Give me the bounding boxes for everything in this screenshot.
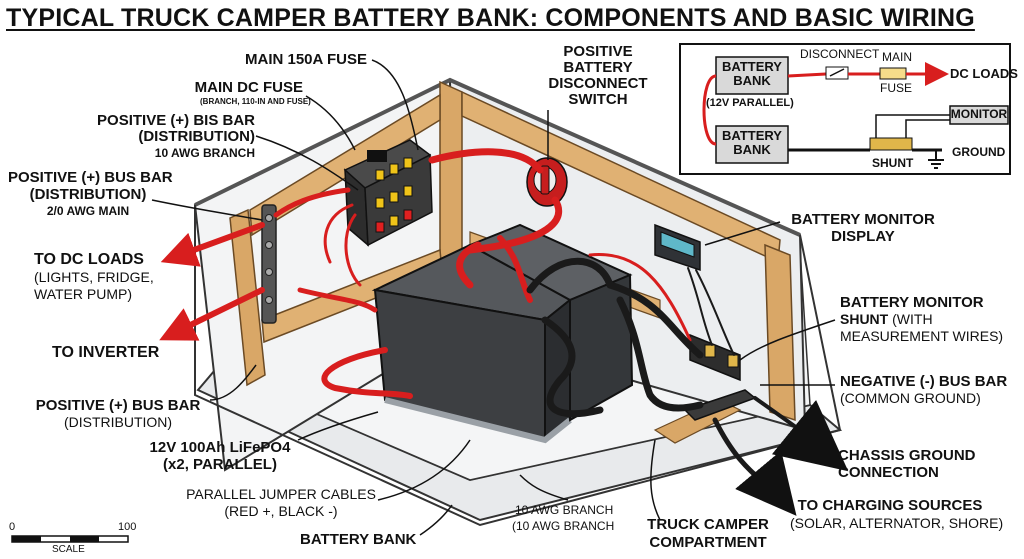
inset-schematic bbox=[679, 43, 1011, 175]
label-pos-bus-bar-low-1: POSITIVE (+) BUS BAR bbox=[35, 397, 201, 414]
scale-bar bbox=[11, 535, 129, 543]
inset-fuse: FUSE bbox=[880, 81, 913, 95]
inset-disconnect: DISCONNECT bbox=[800, 47, 880, 61]
inset-parallel-note: (12V PARALLEL) bbox=[706, 97, 794, 109]
label-disconnect-1: POSITIVE bbox=[563, 43, 633, 60]
chassis-ground-arrow bbox=[771, 399, 849, 472]
label-compartment-1: TRUCK CAMPER bbox=[647, 516, 769, 533]
label-battery-spec-2: (x2, PARALLEL) bbox=[163, 456, 277, 473]
label-monitor-display-2: DISPLAY bbox=[831, 228, 895, 245]
inset-main: MAIN bbox=[882, 50, 912, 64]
label-main-150a-fuse: MAIN 150A FUSE bbox=[245, 51, 367, 68]
label-main-dc-fuse: MAIN DC FUSE bbox=[194, 79, 303, 96]
label-pos-bis-bar-2: (DISTRIBUTION) bbox=[138, 128, 255, 145]
label-battery-spec-1: 12V 100Ah LiFePO4 bbox=[149, 439, 291, 456]
shunt-and-negative-bus bbox=[683, 333, 757, 421]
leader-lines bbox=[151, 59, 836, 536]
label-branch-2: (10 AWG BRANCH bbox=[512, 519, 615, 533]
label-neg-bus-2: (COMMON GROUND) bbox=[840, 390, 981, 406]
scale-min: 0 bbox=[9, 521, 16, 533]
charging-sources-arrow bbox=[735, 450, 797, 516]
label-to-dc-loads-sub-1: (LIGHTS, FRIDGE, bbox=[34, 269, 154, 285]
label-monitor-display-1: BATTERY MONITOR bbox=[791, 211, 935, 228]
label-charging-1: TO CHARGING SOURCES bbox=[797, 497, 983, 514]
label-to-inverter: TO INVERTER bbox=[52, 344, 160, 361]
inset-dc-loads: DC LOADS bbox=[950, 66, 1018, 81]
scale-label: SCALE bbox=[52, 544, 85, 555]
label-shunt-3: MEASUREMENT WIRES) bbox=[840, 328, 1004, 344]
label-shunt-2a: SHUNT bbox=[840, 311, 889, 327]
scale-max: 100 bbox=[118, 521, 137, 533]
inset-shunt: SHUNT bbox=[872, 156, 914, 170]
label-shunt-2b: (WITH bbox=[888, 311, 933, 327]
label-disconnect-3: DISCONNECT bbox=[548, 75, 648, 92]
label-neg-bus-1: NEGATIVE (-) BUS BAR bbox=[840, 373, 1008, 390]
positive-bus-bar-left bbox=[261, 204, 277, 324]
label-to-dc-loads: TO DC LOADS bbox=[34, 251, 144, 268]
label-charging-2: (SOLAR, ALTERNATOR, SHORE) bbox=[790, 515, 1004, 531]
label-parallel-jumpers-1: PARALLEL JUMPER CABLES bbox=[186, 486, 376, 502]
battery-monitor-display bbox=[654, 223, 701, 272]
label-pos-bus-bar-top-1: POSITIVE (+) BUS BAR bbox=[8, 169, 173, 186]
label-main-dc-fuse-note: (BRANCH, 110-IN AND FUSE) bbox=[200, 97, 311, 106]
label-branch-1: 10 AWG BRANCH bbox=[515, 503, 614, 517]
label-pos-bis-bar-3: 10 AWG BRANCH bbox=[154, 146, 255, 160]
fuse-block bbox=[343, 139, 433, 247]
disconnect-switch bbox=[526, 157, 568, 207]
label-compartment-2: COMPARTMENT bbox=[649, 534, 767, 551]
label-to-dc-loads-sub-2: WATER PUMP) bbox=[34, 286, 132, 302]
red-cables bbox=[159, 148, 692, 399]
label-chassis-1: CHASSIS GROUND bbox=[838, 447, 976, 464]
label-pos-bus-bar-top-3: 2/0 AWG MAIN bbox=[46, 204, 130, 218]
label-disconnect-4: SWITCH bbox=[568, 91, 628, 108]
inset-battery-bank-top: BATTERY BANK bbox=[722, 59, 782, 89]
inset-ground: GROUND bbox=[952, 145, 1006, 159]
label-shunt-1: BATTERY MONITOR bbox=[840, 294, 984, 311]
label-chassis-2: CONNECTION bbox=[838, 464, 939, 481]
label-pos-bus-bar-top-2: (DISTRIBUTION) bbox=[29, 186, 147, 203]
label-disconnect-2: BATTERY bbox=[563, 59, 633, 76]
inset-monitor: MONITOR bbox=[950, 107, 1008, 121]
label-battery-bank: BATTERY BANK bbox=[300, 531, 417, 548]
label-pos-bis-bar-1: POSITIVE (+) BIS BAR bbox=[97, 112, 255, 129]
battery-front bbox=[371, 243, 572, 444]
page-title: TYPICAL TRUCK CAMPER BATTERY BANK: COMPO… bbox=[6, 4, 975, 32]
label-parallel-jumpers-2: (RED +, BLACK -) bbox=[224, 503, 338, 519]
inset-battery-bank-bottom: BATTERY BANK bbox=[722, 128, 782, 158]
label-pos-bus-bar-low-2: (DISTRIBUTION) bbox=[63, 414, 173, 430]
